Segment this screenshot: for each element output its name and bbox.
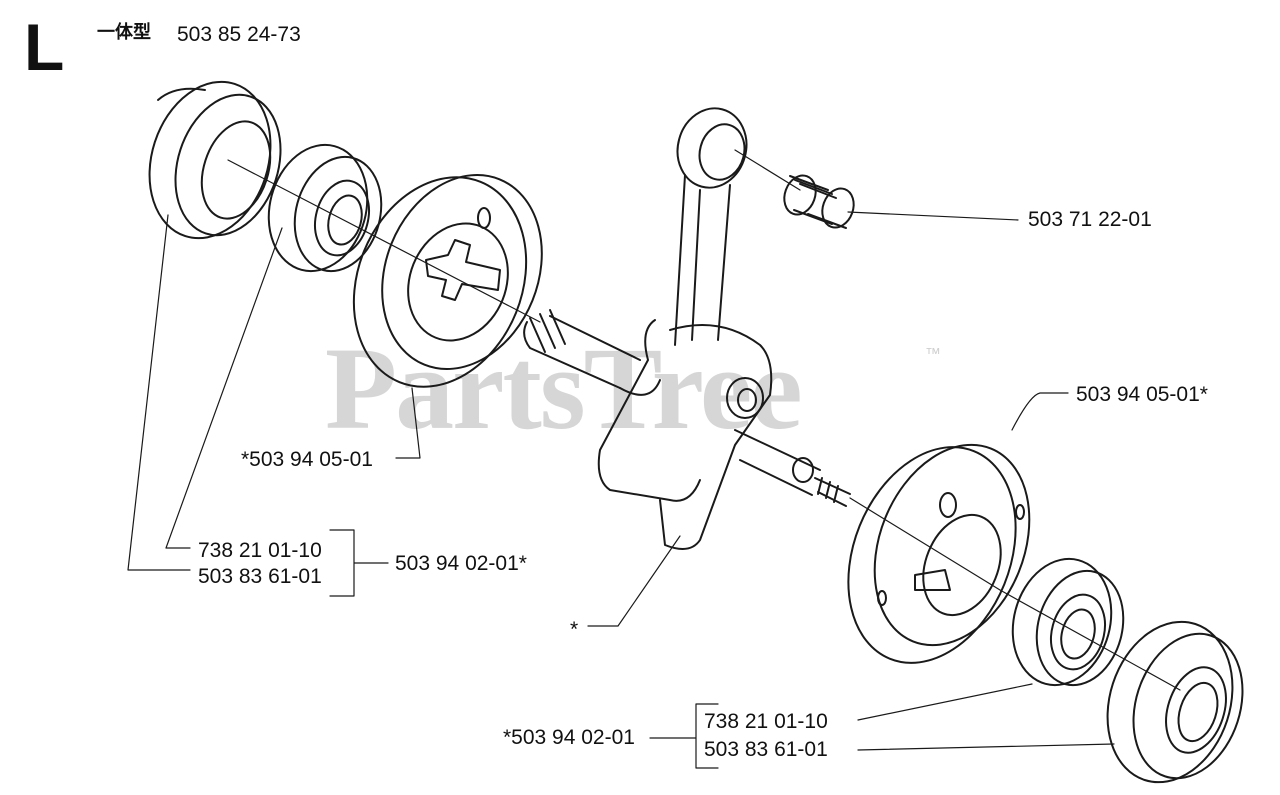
callout-crankshaft[interactable]: * (570, 618, 579, 641)
variant-label: 一体型 (97, 22, 151, 43)
leader-lines (127, 211, 1115, 769)
watermark-text: PartsTree (325, 323, 803, 454)
watermark-trademark: ™ (925, 346, 941, 363)
left-oil-seal-drawing (148, 80, 282, 240)
right-ball-bearing-drawing (1011, 557, 1125, 687)
callout-left-seal[interactable]: 503 83 61-01 (198, 565, 322, 588)
assembly-part-number[interactable]: 503 85 24-73 (177, 23, 301, 46)
needle-bearing-drawing (783, 174, 855, 229)
callout-crank-kit-bottom[interactable]: *503 94 02-01 (503, 726, 635, 749)
left-crank-web-drawing (352, 174, 543, 388)
callout-crank-half-right[interactable]: 503 94 05-01* (1076, 383, 1208, 406)
right-crank-web-drawing (847, 443, 1031, 664)
section-letter: L (24, 10, 65, 84)
connecting-rod-drawing (674, 107, 748, 346)
callout-crank-kit[interactable]: 503 94 02-01* (395, 552, 527, 575)
crankshaft-drawing (597, 319, 851, 550)
callout-right-seal[interactable]: 503 83 61-01 (704, 738, 828, 761)
callout-needle-bearing[interactable]: 503 71 22-01 (1028, 208, 1152, 231)
left-shaft-drawing (523, 309, 661, 396)
callout-right-bearing[interactable]: 738 21 01-10 (704, 710, 828, 733)
assembly-axis-lines (227, 149, 1181, 691)
left-ball-bearing-drawing (267, 143, 383, 273)
right-oil-seal-drawing (1106, 620, 1244, 784)
callout-crank-half-left[interactable]: *503 94 05-01 (241, 448, 373, 471)
callout-left-bearing[interactable]: 738 21 01-10 (198, 539, 322, 562)
